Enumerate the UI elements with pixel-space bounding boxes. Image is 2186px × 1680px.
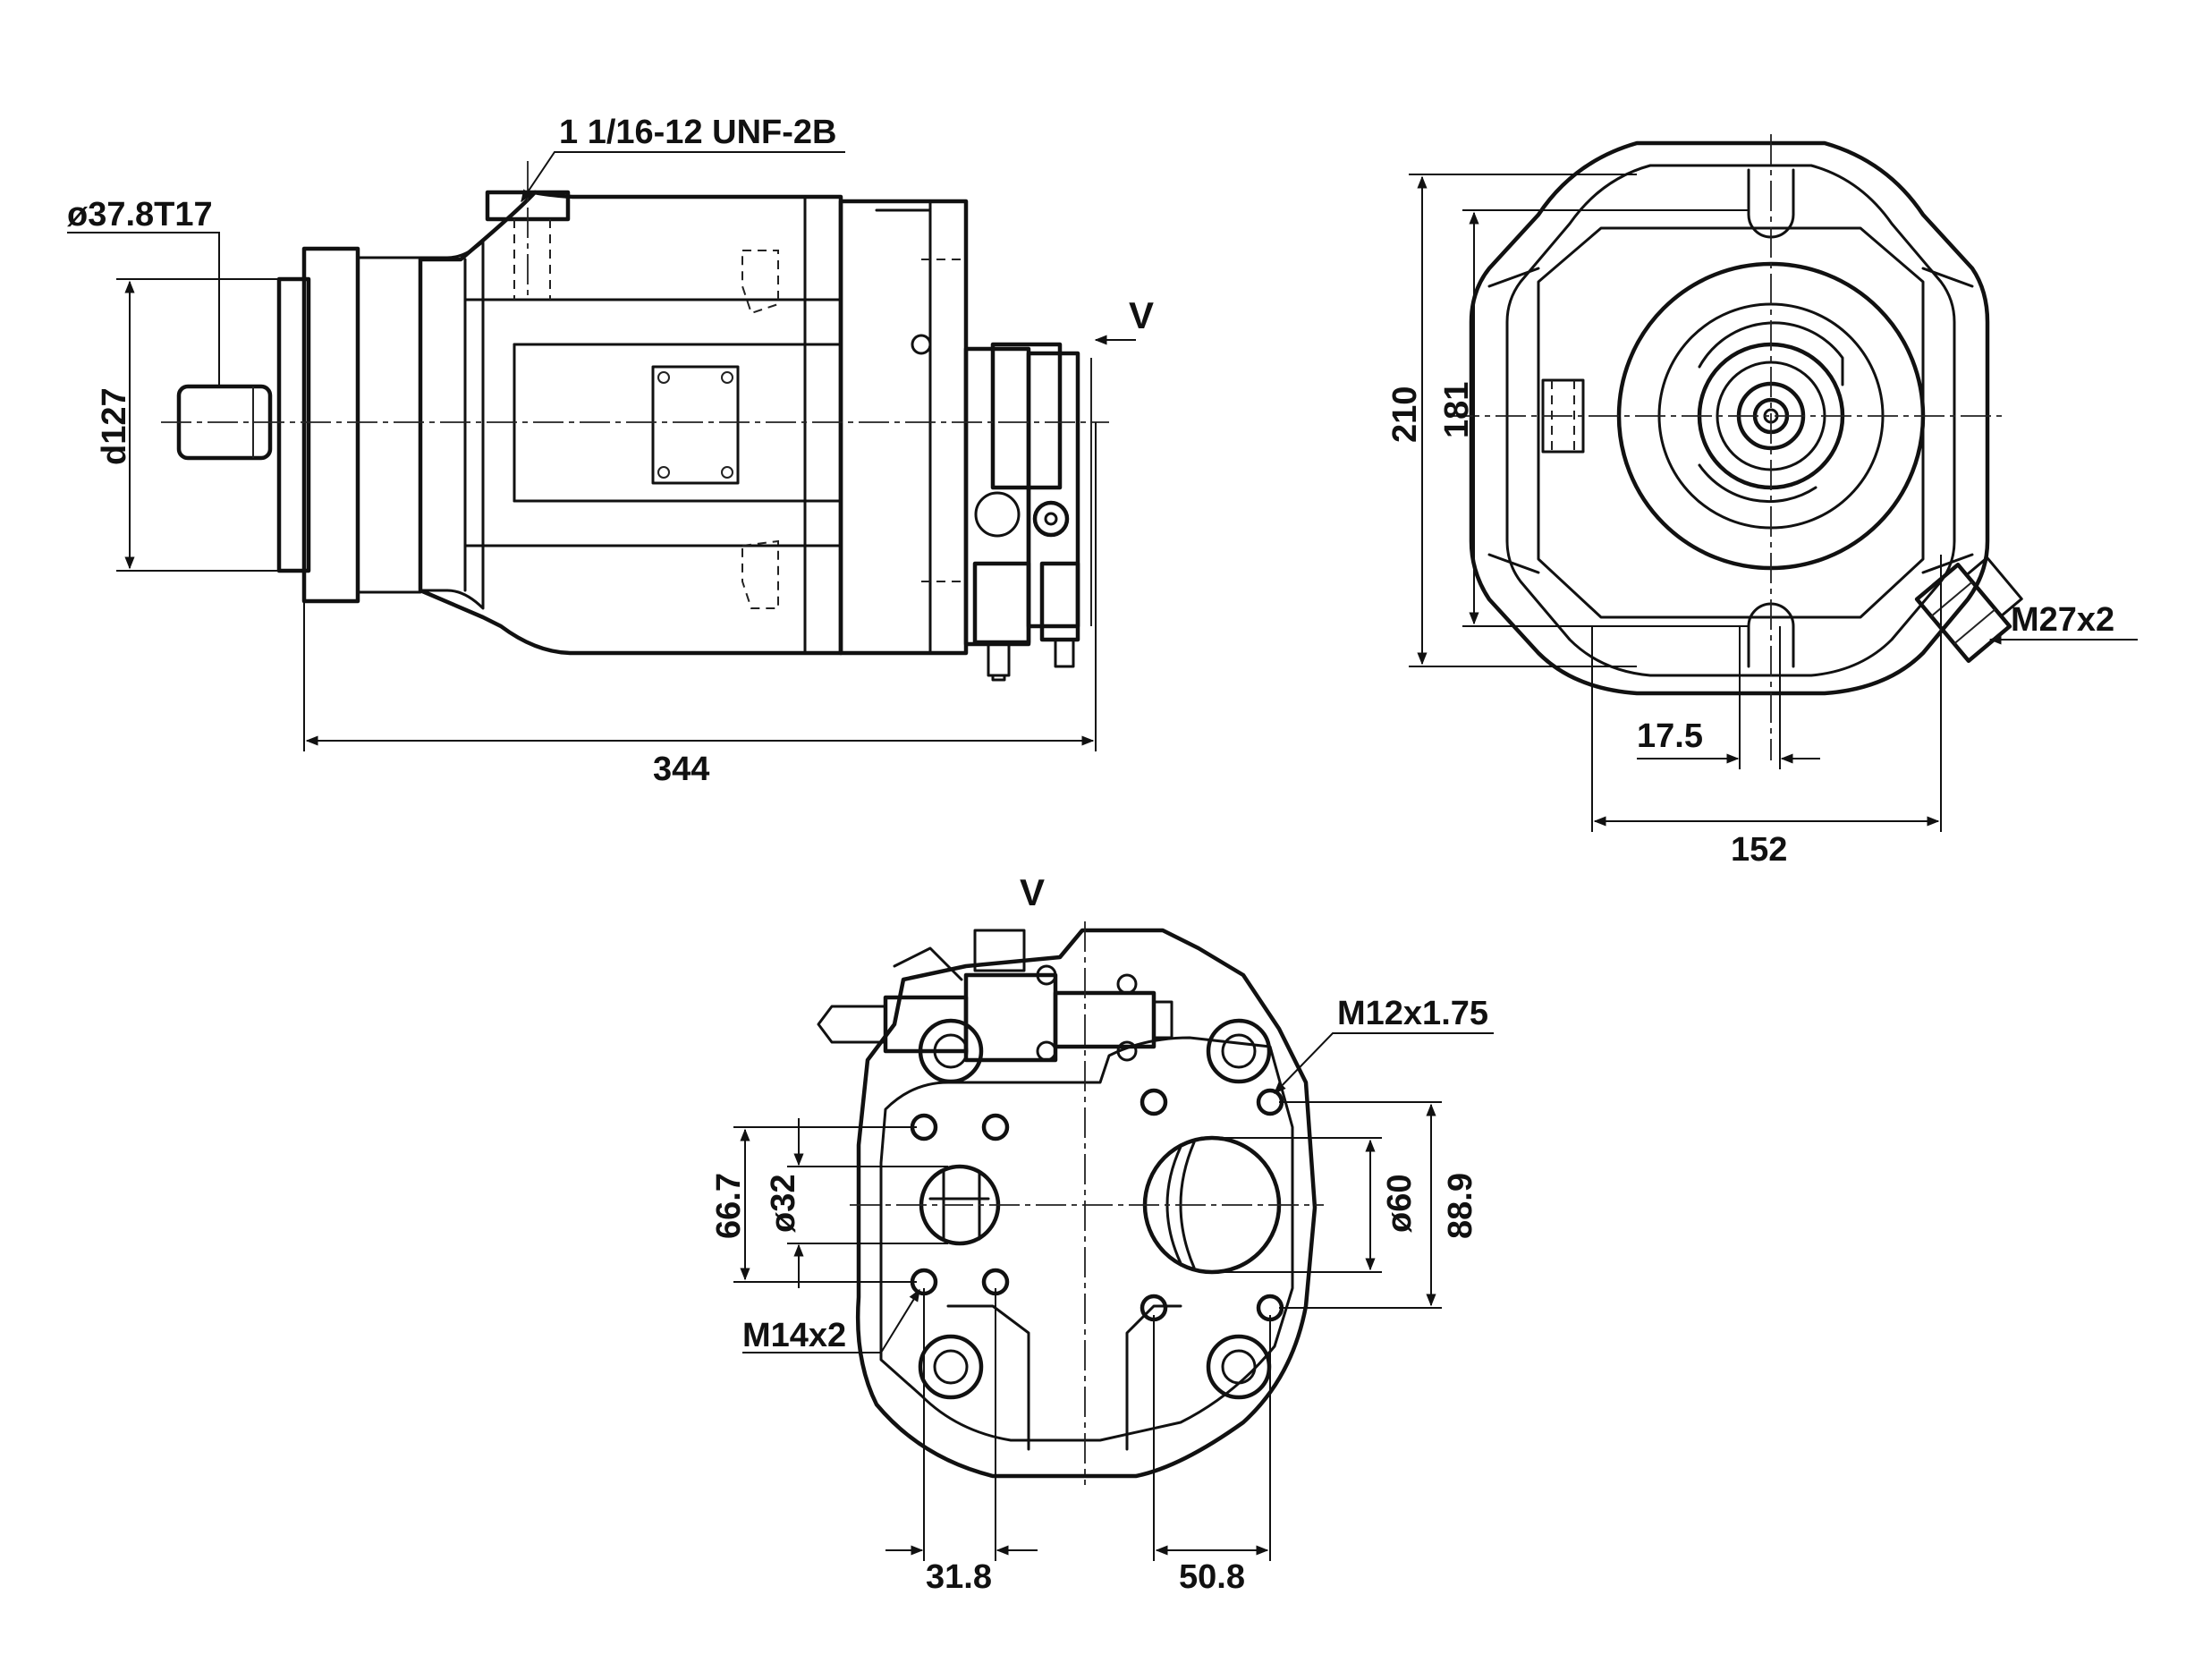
width-overall-dimension: 152 (1591, 555, 1942, 869)
pattern-small-width-label: 31.8 (926, 1558, 992, 1596)
port-large-diameter-dimension: ø60 (1212, 1137, 1419, 1273)
port-view: 66.7 ø32 ø60 88.9 (710, 871, 1494, 1596)
pilot-diameter-dimension: d127 (96, 278, 300, 572)
offset-label: 17.5 (1637, 717, 1703, 755)
height-mount-label: 181 (1438, 382, 1476, 438)
port-thread-leader (521, 151, 845, 203)
height-overall-label: 210 (1386, 386, 1424, 443)
port-thread-label: 1 1/16-12 UNF-2B (559, 114, 836, 151)
pilot-diameter-label: d127 (96, 387, 133, 465)
height-overall-dimension: 210 (1386, 174, 1637, 667)
side-thread-label: M27x2 (2011, 601, 2114, 639)
shaft-spline-label: ø37.8T17 (67, 196, 213, 233)
port-flange-outline (855, 928, 1318, 1479)
bolt-thread-large-leader (1274, 1032, 1494, 1095)
side-view: 1 1/16-12 UNF-2B ø37.8T17 d127 344 V (67, 114, 1154, 788)
pattern-large-width-label: 50.8 (1179, 1558, 1245, 1596)
pattern-small-height-dimension: 66.7 (710, 1126, 917, 1283)
compensator-top (817, 929, 1173, 1063)
end-view: 210 181 17.5 152 M27x2 (1386, 134, 2138, 869)
pattern-large-height-dimension: 88.9 (1279, 1101, 1479, 1309)
end-cap (838, 199, 969, 656)
width-overall-label: 152 (1731, 831, 1787, 869)
offset-dimension: 17.5 (1637, 626, 1820, 769)
port-large-diameter-label: ø60 (1381, 1175, 1419, 1233)
port-small-diameter-dimension: ø32 (765, 1118, 948, 1288)
pattern-large-width-dimension: 50.8 (1153, 1315, 1271, 1596)
height-mount-dimension: 181 (1438, 209, 1749, 627)
pattern-large-height-label: 88.9 (1442, 1173, 1479, 1239)
compensator-block (963, 342, 1092, 682)
bolt-thread-large-label: M12x1.75 (1337, 995, 1488, 1032)
end-view-outline (1469, 140, 1990, 696)
overall-length-dimension: 344 (303, 422, 1097, 788)
pattern-small-width-dimension: 31.8 (885, 1288, 1038, 1596)
overall-length-label: 344 (653, 751, 709, 788)
mounting-holes (918, 1018, 1272, 1400)
view-marker-side: V (1129, 294, 1154, 336)
nameplate (651, 365, 740, 485)
port-small-diameter-label: ø32 (765, 1175, 802, 1233)
bolt-thread-small-label: M14x2 (742, 1317, 846, 1354)
bolt-thread-small-leader (742, 1288, 920, 1353)
view-marker-bottom: V (1020, 871, 1045, 913)
pattern-small-height-label: 66.7 (710, 1173, 748, 1239)
shaft-spline-leader (67, 232, 220, 386)
